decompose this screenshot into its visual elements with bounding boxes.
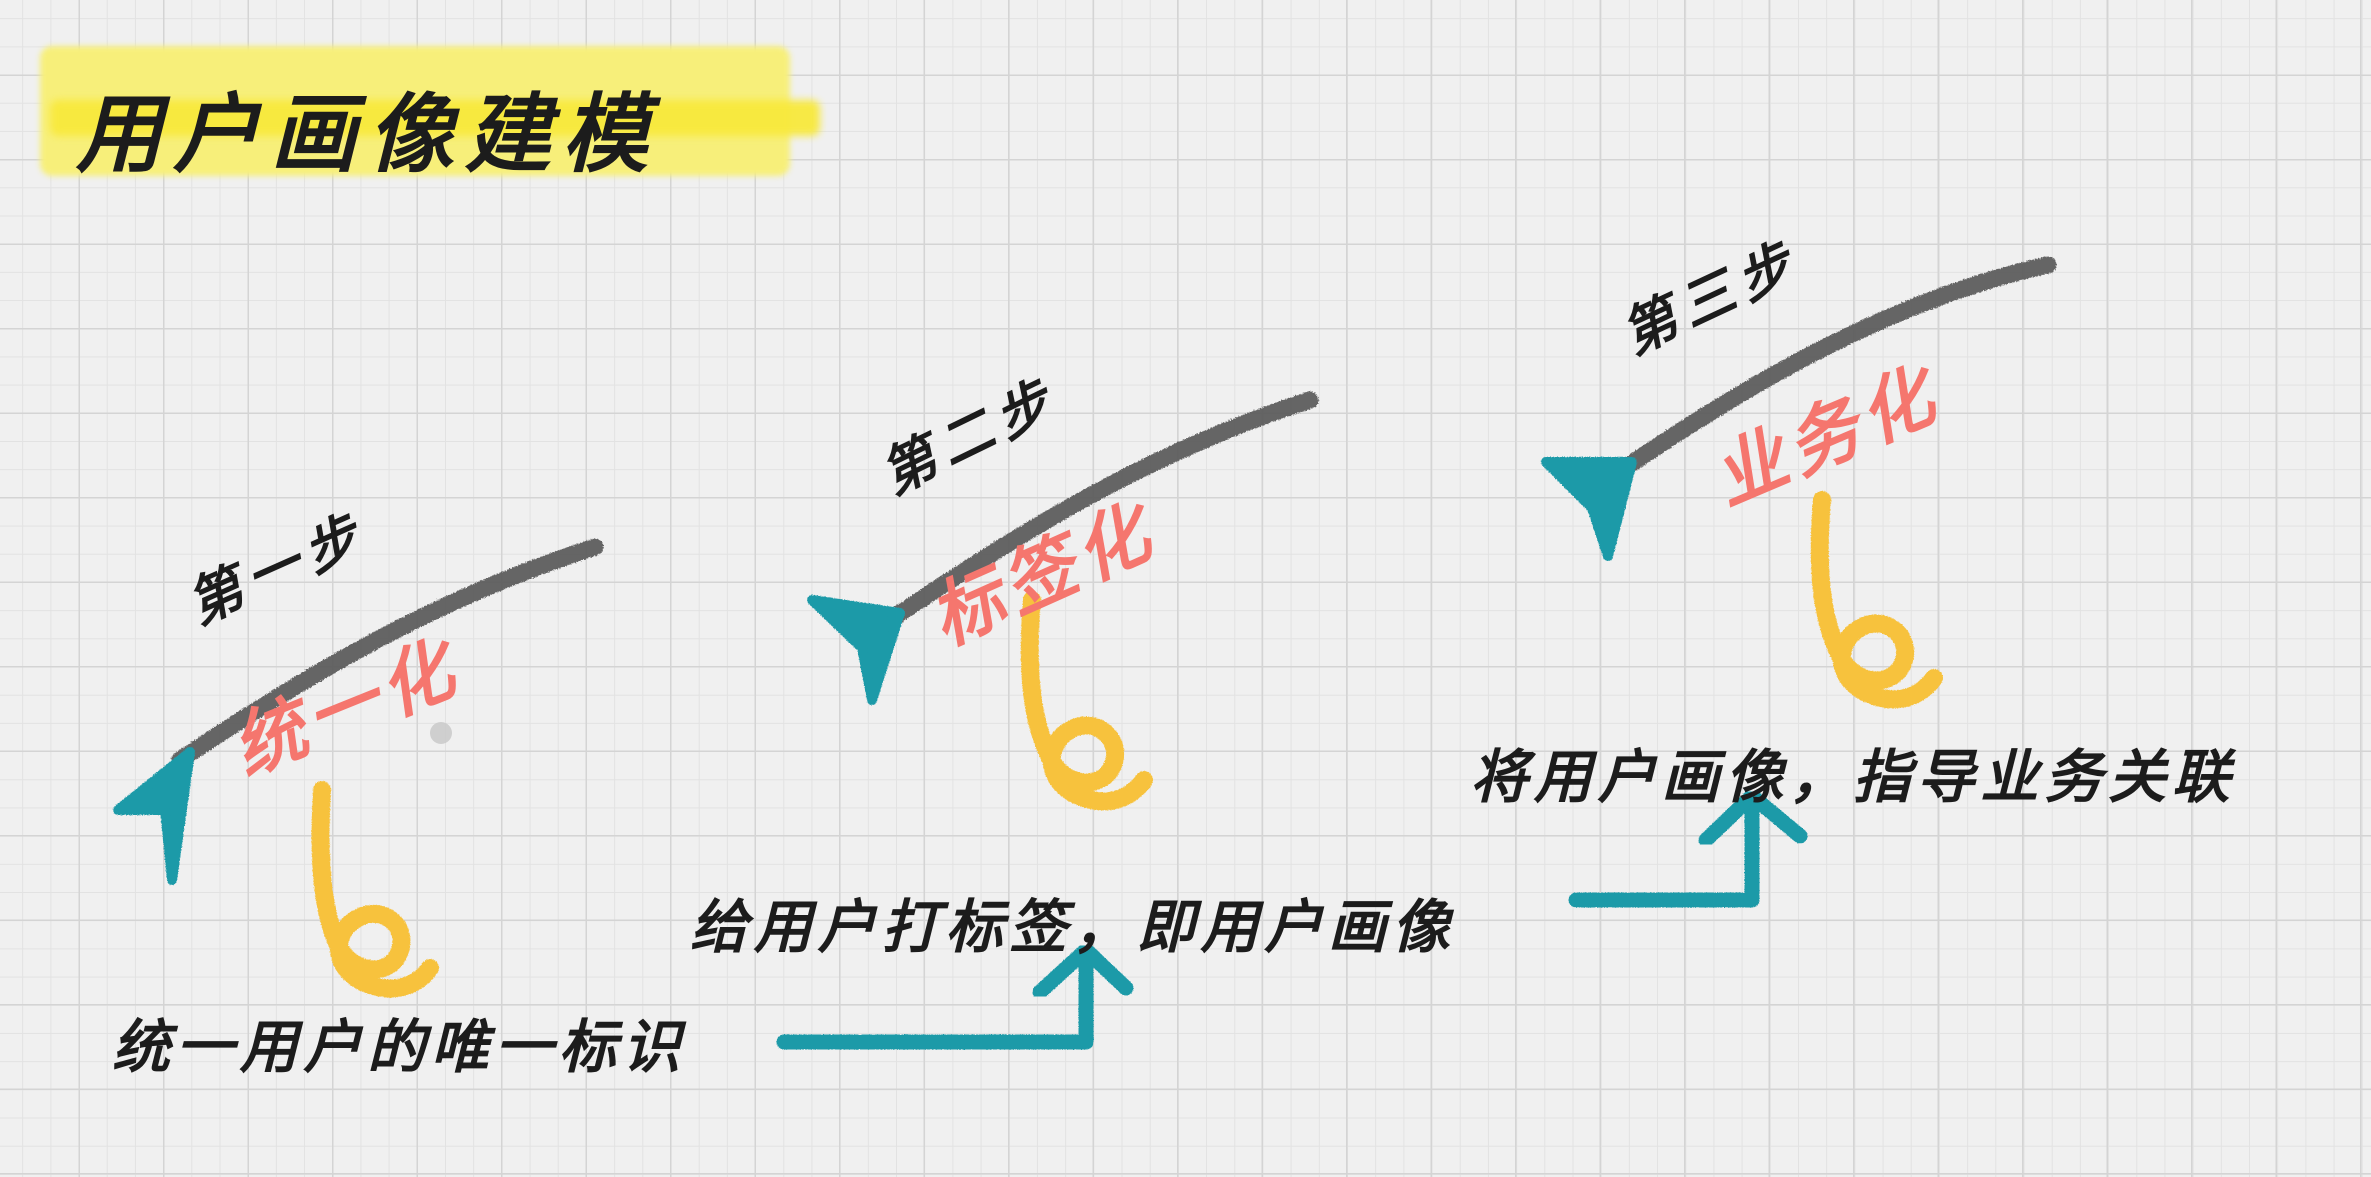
title-highlight-core [50, 100, 820, 136]
step-2-label: 第二步 [871, 368, 1069, 506]
step-3-arrowhead-icon [1541, 457, 1637, 561]
connector-1-to-2-line [776, 952, 1094, 1050]
step-1-keyword: 统一化 [221, 627, 472, 791]
step-3-caption: 将用户画像，指导业务关联 [1470, 745, 2236, 810]
step-2-caption: 给用户打标签，即用户画像 [690, 895, 1456, 960]
step-1-caption: 统一用户的唯一标识 [112, 1015, 687, 1080]
step-2-keyword: 标签化 [918, 490, 1169, 661]
page-title-text: 用户画像建模 [76, 87, 660, 183]
page-title: 用户画像建模 [40, 42, 820, 209]
step-3-gold-squiggle [1810, 491, 1943, 709]
connector-2-to-3-line [1568, 798, 1760, 908]
step-1-label: 第一步 [178, 503, 377, 636]
step-1-arrowhead-icon [113, 747, 195, 885]
step-3-label: 第三步 [1612, 230, 1811, 366]
step-2-gold-squiggle [1020, 591, 1153, 811]
grey-dot-decoration [430, 722, 452, 744]
step-1-gold-squiggle [311, 781, 439, 998]
step-3-keyword: 业务化 [1701, 353, 1952, 521]
step-2-arrowhead-icon [807, 595, 905, 705]
